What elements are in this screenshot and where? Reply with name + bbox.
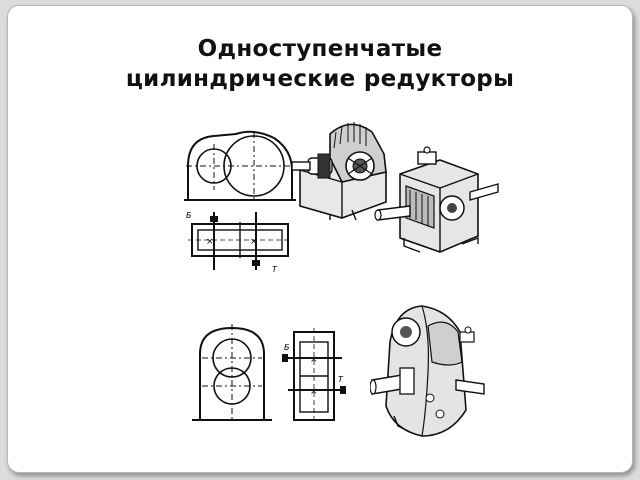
slide-title-line-2: цилиндрические редукторы	[125, 66, 515, 92]
label-t-bottom: Т	[338, 375, 344, 384]
svg-text:×: ×	[310, 355, 318, 365]
slide-title-line-1: Одноступенчатые	[197, 36, 443, 62]
slide: Одноступенчатые цилиндрические редукторы…	[7, 5, 633, 473]
gearbox-isometric-illustration-1	[290, 114, 400, 222]
drawing-horizontal-front-view	[184, 124, 296, 204]
gearbox-isometric-illustration-3	[370, 302, 488, 442]
drawing-vertical-front-view	[192, 324, 272, 424]
drawing-horizontal-plan-view: × × Б Т	[184, 208, 300, 274]
drawing-vertical-side-view: × × Б Т	[280, 328, 350, 428]
svg-text:×: ×	[250, 237, 258, 247]
slide-title: Одноступенчатые цилиндрические редукторы	[8, 34, 632, 94]
label-b-bottom: Б	[284, 343, 290, 352]
label-b-top: Б	[186, 211, 192, 220]
label-t-top: Т	[272, 265, 278, 274]
gearbox-isometric-illustration-2	[370, 146, 500, 256]
svg-text:×: ×	[206, 237, 214, 247]
svg-text:×: ×	[310, 387, 318, 397]
